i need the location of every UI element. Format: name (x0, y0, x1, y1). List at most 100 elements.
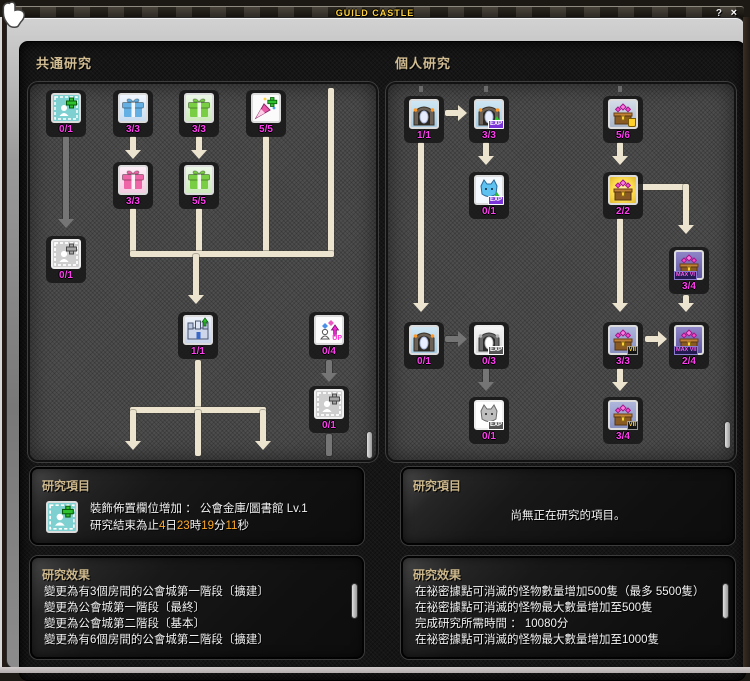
decor-slot-locked-icon (314, 389, 344, 419)
effect-line: 在祕密據點可消滅的怪物最大數量增加至1000隻 (415, 634, 660, 646)
arrowhead (191, 150, 207, 159)
arrowhead (413, 303, 429, 312)
connector-line (260, 410, 266, 443)
arrowhead (678, 303, 694, 312)
personal-research-tree: 1/1 EXP 3/3 5/6 EXP 0/1 2/2 MAX VI 3/4 0… (386, 82, 736, 462)
connector-line (130, 410, 136, 443)
connector-line (196, 208, 202, 254)
connector-line (328, 88, 334, 254)
connector-line (195, 360, 201, 410)
research-node[interactable]: 0/1 (404, 322, 444, 369)
connector-line (263, 136, 269, 254)
research-node[interactable]: 0/1 (46, 90, 86, 137)
research-node[interactable]: VII 3/3 (603, 322, 643, 369)
up-arrow-badge (494, 113, 500, 121)
effect-line: 變更為有6個房間的公會城第二階段〔擴建〕 (44, 634, 269, 646)
connector-line (683, 295, 689, 305)
connector-stub (419, 86, 423, 92)
decor-slot-plus-icon (51, 93, 81, 123)
research-node[interactable]: 0/1 (46, 236, 86, 283)
research-node[interactable]: 1/1 (404, 96, 444, 143)
research-node[interactable]: UP 0/4 (309, 312, 349, 359)
arrowhead (255, 441, 271, 450)
research-node[interactable]: EXP 0/3 (469, 322, 509, 369)
exp-badge: EXP (487, 120, 504, 129)
arrowhead-locked (321, 373, 337, 382)
research-node[interactable]: 1/1 (178, 312, 218, 359)
research-node[interactable]: 3/3 (113, 90, 153, 137)
screen-edge (0, 667, 750, 673)
connector-line (196, 136, 202, 152)
connector-line-locked (326, 434, 332, 456)
gift-green-icon (184, 93, 214, 123)
connector-line (445, 110, 459, 116)
arrowhead (612, 303, 628, 312)
connector-stub (618, 86, 622, 92)
hand-cursor-icon (2, 1, 26, 29)
connector-line (683, 184, 689, 227)
research-node[interactable]: MAX VII 2/4 (669, 322, 709, 369)
research-node[interactable]: EXP 0/1 (469, 172, 509, 219)
connector-line (617, 368, 623, 384)
window-titlebar[interactable]: GUILD CASTLE ? × (6, 6, 744, 20)
research-node[interactable]: 2/2 (603, 172, 643, 219)
research-node[interactable]: MAX VI 3/4 (669, 247, 709, 294)
arrowhead (658, 331, 667, 347)
personal-research-title: 個人研究 (395, 56, 452, 71)
research-node[interactable]: 3/3 (179, 90, 219, 137)
research-node[interactable]: 5/6 (603, 96, 643, 143)
arrowhead (458, 105, 467, 121)
arrowhead (678, 225, 694, 234)
personal-research-item-box: 研究項目 尚無正在研究的項目。 (401, 467, 735, 545)
connector-line-locked (483, 368, 489, 384)
connector-line (626, 184, 689, 190)
box-header: 研究項目 (413, 479, 462, 493)
effect-line: 在祕密據點可消滅的怪物數量增加500隻（最多 5500隻） (415, 586, 705, 598)
connector-line (617, 142, 623, 158)
portal-icon (409, 99, 439, 129)
up-arrow-badge (494, 189, 500, 197)
window-title: GUILD CASTLE (335, 8, 415, 18)
gift-green-icon (184, 165, 214, 195)
member-capacity-up-icon: UP (314, 315, 344, 345)
research-item-name: 裝飾佈置欄位增加 ： 公會金庫/圖書館 Lv.1 (90, 503, 308, 515)
guild-castle-upgrade-icon (183, 315, 213, 345)
research-node[interactable]: VII 3/4 (603, 397, 643, 444)
research-node[interactable]: EXP 3/3 (469, 96, 509, 143)
chest-glow-icon (608, 175, 638, 205)
screen-edge (0, 17, 6, 667)
research-node[interactable]: 5/5 (179, 162, 219, 209)
connector-line (195, 410, 201, 456)
chest-vii-icon: VII (608, 400, 638, 430)
max-badge: MAX VI (674, 271, 697, 280)
connector-line (130, 136, 136, 152)
max-badge: MAX VII (674, 346, 699, 355)
effect-scrollbar[interactable] (352, 584, 357, 618)
box-header: 研究項目 (42, 479, 91, 493)
close-button[interactable]: × (730, 7, 737, 19)
personal-research-effect-box: 研究效果 在祕密據點可消滅的怪物數量增加500隻（最多 5500隻） 在祕密據點… (401, 556, 735, 659)
research-node[interactable]: 0/1 (309, 386, 349, 433)
chest-trophy-icon (608, 99, 638, 129)
arrowhead (478, 156, 494, 165)
common-research-title: 共通研究 (36, 56, 93, 71)
research-node[interactable]: 5/5 (246, 90, 286, 137)
research-node[interactable]: 3/3 (113, 162, 153, 209)
portal-exp-locked-icon: EXP (474, 325, 504, 355)
connector-line (645, 336, 659, 342)
effect-scrollbar[interactable] (723, 584, 728, 618)
connector-line (130, 251, 334, 257)
arrowhead (612, 382, 628, 391)
arrowhead (188, 295, 204, 304)
exp-badge: EXP (487, 196, 504, 205)
effect-line: 在祕密據點可消滅的怪物最大數量增加至500隻 (415, 602, 653, 614)
tree-scrollbar[interactable] (367, 432, 372, 458)
effect-line: 變更為有3個房間的公會城第一階段〔擴建〕 (44, 586, 269, 598)
arrowhead-locked (58, 219, 74, 228)
box-header: 研究效果 (413, 568, 462, 582)
help-button[interactable]: ? (715, 8, 722, 19)
chest-max-vii-icon: MAX VII (674, 325, 704, 355)
research-node[interactable]: EXP 0/1 (469, 397, 509, 444)
connector-line-locked (445, 336, 459, 342)
tree-scrollbar[interactable] (725, 422, 730, 448)
